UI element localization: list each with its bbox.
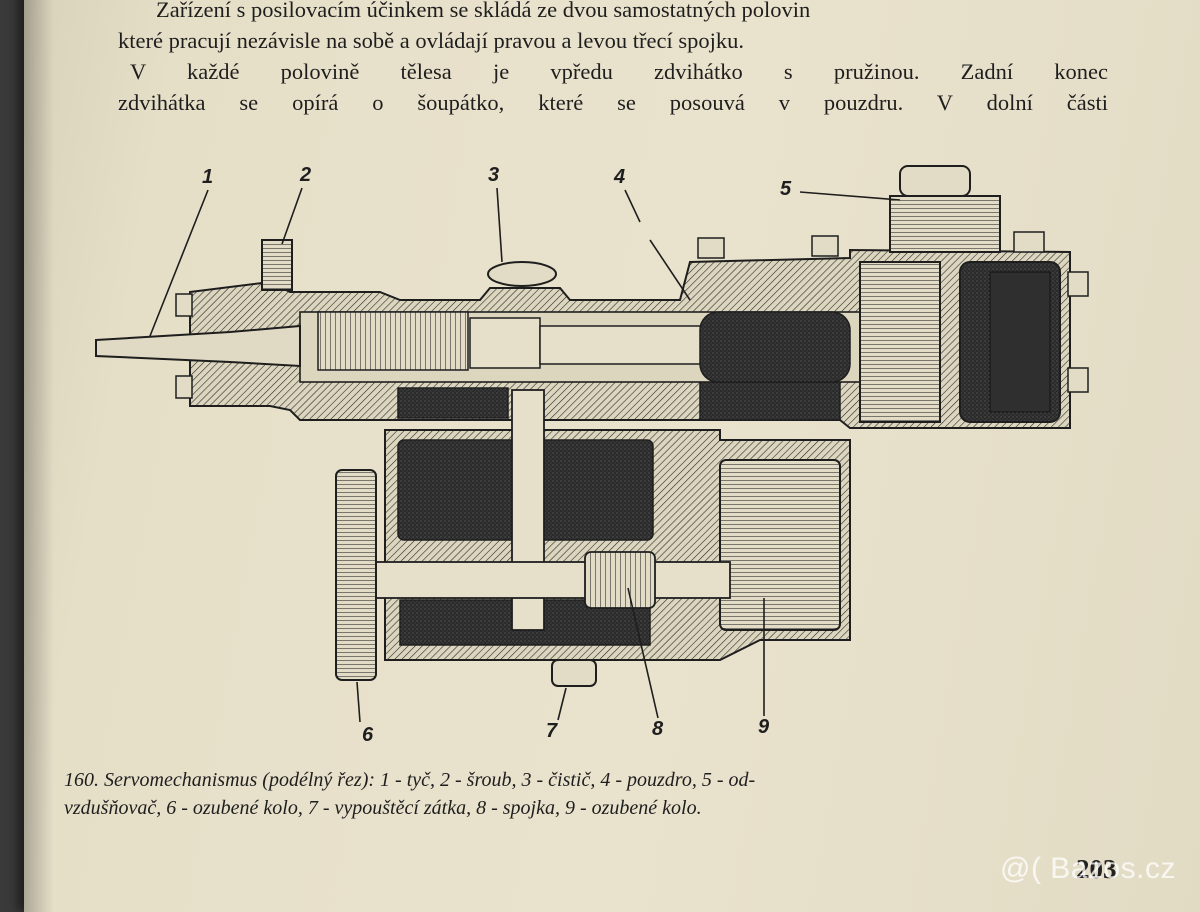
- drain-plug-7: [551, 659, 597, 687]
- sleeve: [699, 311, 851, 383]
- callout-9: 9: [758, 716, 770, 738]
- page-number: 203: [1076, 854, 1117, 884]
- breather-cap: [899, 165, 971, 197]
- callout-8: 8: [652, 718, 664, 740]
- paragraph-1: Zařízení s posilovacím účinkem se skládá…: [118, 0, 1108, 56]
- slide-valve: [539, 325, 711, 365]
- bolt: [811, 235, 839, 257]
- bolt: [1067, 367, 1089, 393]
- breather-body: [889, 195, 1001, 253]
- upper-cavity-left: [397, 387, 509, 419]
- bolt: [697, 237, 725, 259]
- upper-cavity-right: [699, 379, 841, 421]
- paragraph-2: V každé polovině tělesa je vpředu zdvihá…: [118, 56, 1108, 118]
- callout-2: 2: [300, 164, 312, 186]
- bolt: [1067, 271, 1089, 297]
- callout-4: 4: [614, 166, 626, 188]
- leader-line-5: [799, 191, 901, 201]
- callout-1: 1: [202, 166, 214, 188]
- text-line: zdvihátka se opírá o šoupátko, které se …: [118, 90, 1108, 115]
- leader-line-7: [557, 687, 567, 721]
- leader-line-6: [356, 681, 361, 723]
- book-page: Zařízení s posilovacím účinkem se skládá…: [24, 0, 1200, 912]
- figure-caption: 160. Servomechanismus (podélný řez): 1 -…: [64, 766, 1124, 822]
- coupling-8: [584, 551, 656, 609]
- rod: [95, 324, 301, 368]
- bazos-watermark: @( Bazos.cz: [1000, 852, 1176, 885]
- caption-line: 160. Servomechanismus (podélný řez): 1 -…: [64, 769, 756, 791]
- spring: [317, 311, 469, 371]
- leader-line-3: [496, 187, 503, 263]
- caption-line: vzdušňovač, 6 - ozubené kolo, 7 - vypouš…: [64, 797, 702, 819]
- text-line: Zařízení s posilovacím účinkem se skládá…: [156, 0, 811, 22]
- bolt: [175, 293, 193, 317]
- lower-shaft: [349, 561, 731, 599]
- valve-body: [859, 261, 941, 423]
- callout-3: 3: [488, 164, 500, 186]
- leader-line-8: [627, 587, 659, 719]
- callout-7: 7: [546, 720, 558, 742]
- plunger: [469, 317, 541, 369]
- callout-6: 6: [362, 724, 374, 746]
- leader-line-4a: [624, 189, 641, 223]
- leader-line-2: [281, 187, 303, 245]
- text-line: V každé polovině tělesa je vpředu zdvihá…: [130, 59, 1108, 84]
- bolt-2: [261, 239, 293, 291]
- right-chamber-inner: [989, 271, 1051, 413]
- gear-6: [335, 469, 377, 681]
- callout-5: 5: [780, 178, 792, 200]
- cleaner-3: [487, 261, 557, 287]
- gear-9-body: [719, 459, 841, 631]
- leader-line-1: [149, 189, 209, 337]
- bolt: [175, 375, 193, 399]
- leader-line-4b: [649, 239, 691, 301]
- bolt: [1013, 231, 1045, 253]
- text-line: které pracují nezávisle na sobě a ovláda…: [118, 28, 745, 53]
